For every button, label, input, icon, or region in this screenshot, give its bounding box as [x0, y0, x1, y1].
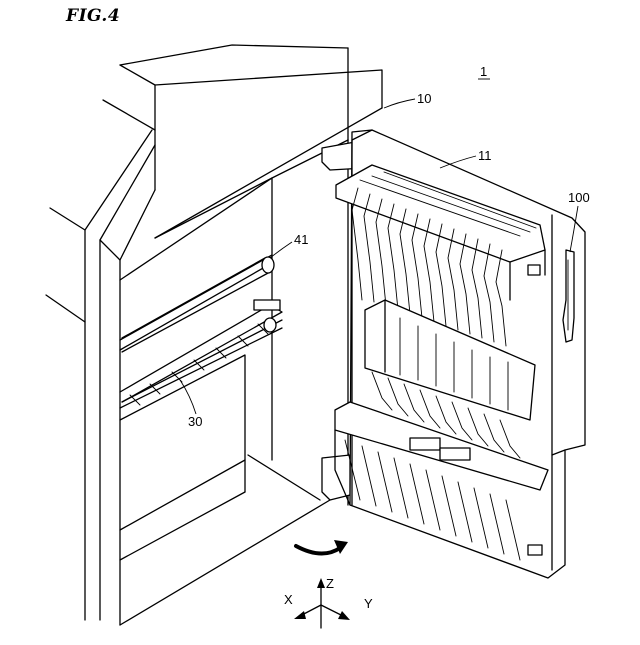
ref-label-10: 10 [417, 91, 431, 106]
transport-unit-30 [120, 300, 282, 408]
ref-label-30: 30 [188, 414, 202, 429]
axis-label-y: Y [364, 596, 373, 611]
axis-indicator: Z X Y [284, 576, 373, 628]
cover-11 [322, 130, 585, 578]
ref-label-1: 1 [480, 64, 487, 79]
roller-41 [122, 257, 274, 352]
ref-label-11: 11 [478, 148, 492, 163]
housing-body [46, 45, 382, 625]
figure-title: FIG.4 [66, 6, 120, 26]
axis-label-z: Z [326, 576, 334, 591]
rotation-arrow [296, 540, 348, 554]
axis-label-x: X [284, 592, 293, 607]
ref-label-100: 100 [568, 190, 590, 205]
ref-label-41: 41 [294, 232, 308, 247]
